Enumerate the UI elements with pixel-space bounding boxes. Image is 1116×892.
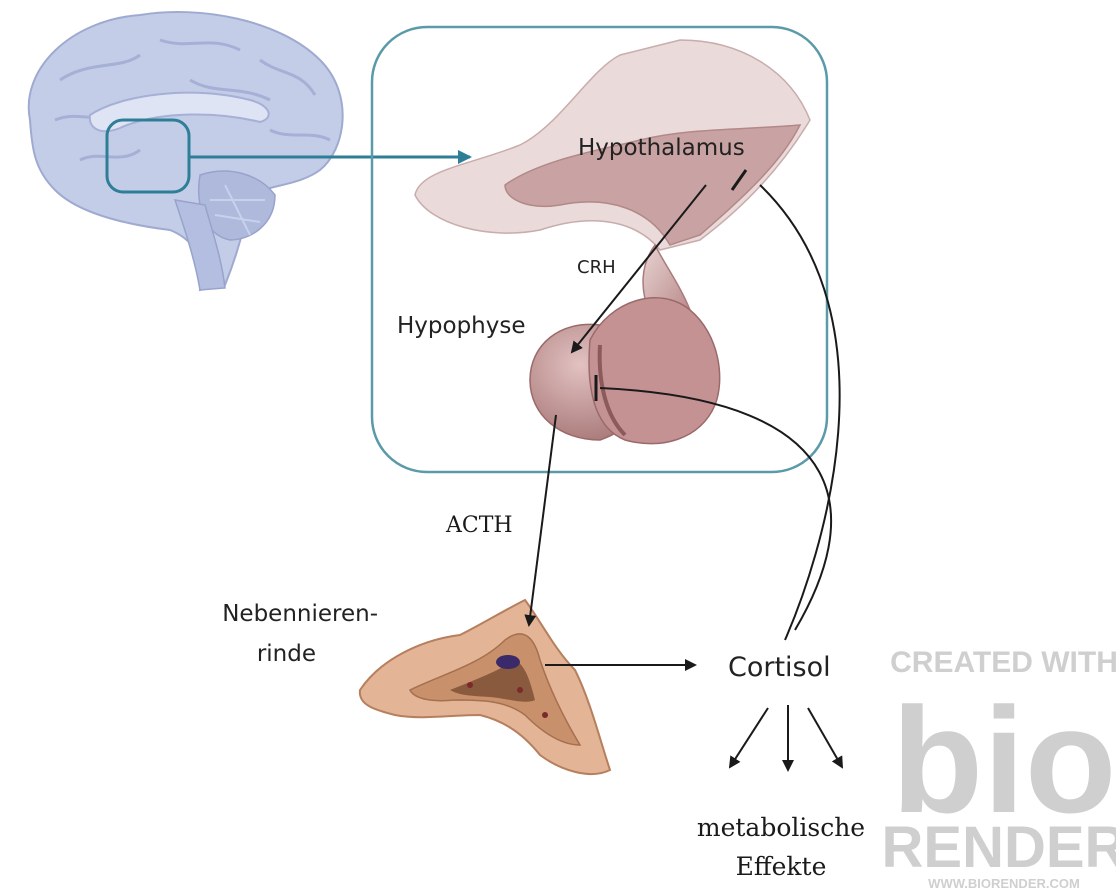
acth-label: ACTH <box>445 513 513 538</box>
hypothalamus-pituitary-illustration <box>415 40 810 444</box>
effects-label-line1: metabolische <box>697 813 865 842</box>
hypophyse-label: Hypophyse <box>397 313 526 339</box>
crh-label: CRH <box>577 257 616 278</box>
brain-illustration <box>29 12 343 290</box>
nebennieren-label-line2: rinde <box>257 641 316 667</box>
effects-label-line2: Effekte <box>736 852 827 881</box>
watermark-render: RENDER <box>882 815 1116 880</box>
hypothalamus-label: Hypothalamus <box>578 135 745 161</box>
cortisol-label: Cortisol <box>728 652 831 683</box>
effect-arrow-right <box>808 708 842 767</box>
adrenal-gland-illustration <box>360 600 610 774</box>
acth-arrow <box>529 415 556 625</box>
watermark-created-with: CREATED WITH <box>890 646 1116 679</box>
effect-arrow-left <box>730 708 768 767</box>
watermark-url: WWW.BIORENDER.COM <box>928 876 1080 891</box>
biorender-watermark: CREATED WITH bio RENDER WWW.BIORENDER.CO… <box>882 646 1116 891</box>
nebennieren-label-line1: Nebennieren- <box>222 601 378 627</box>
